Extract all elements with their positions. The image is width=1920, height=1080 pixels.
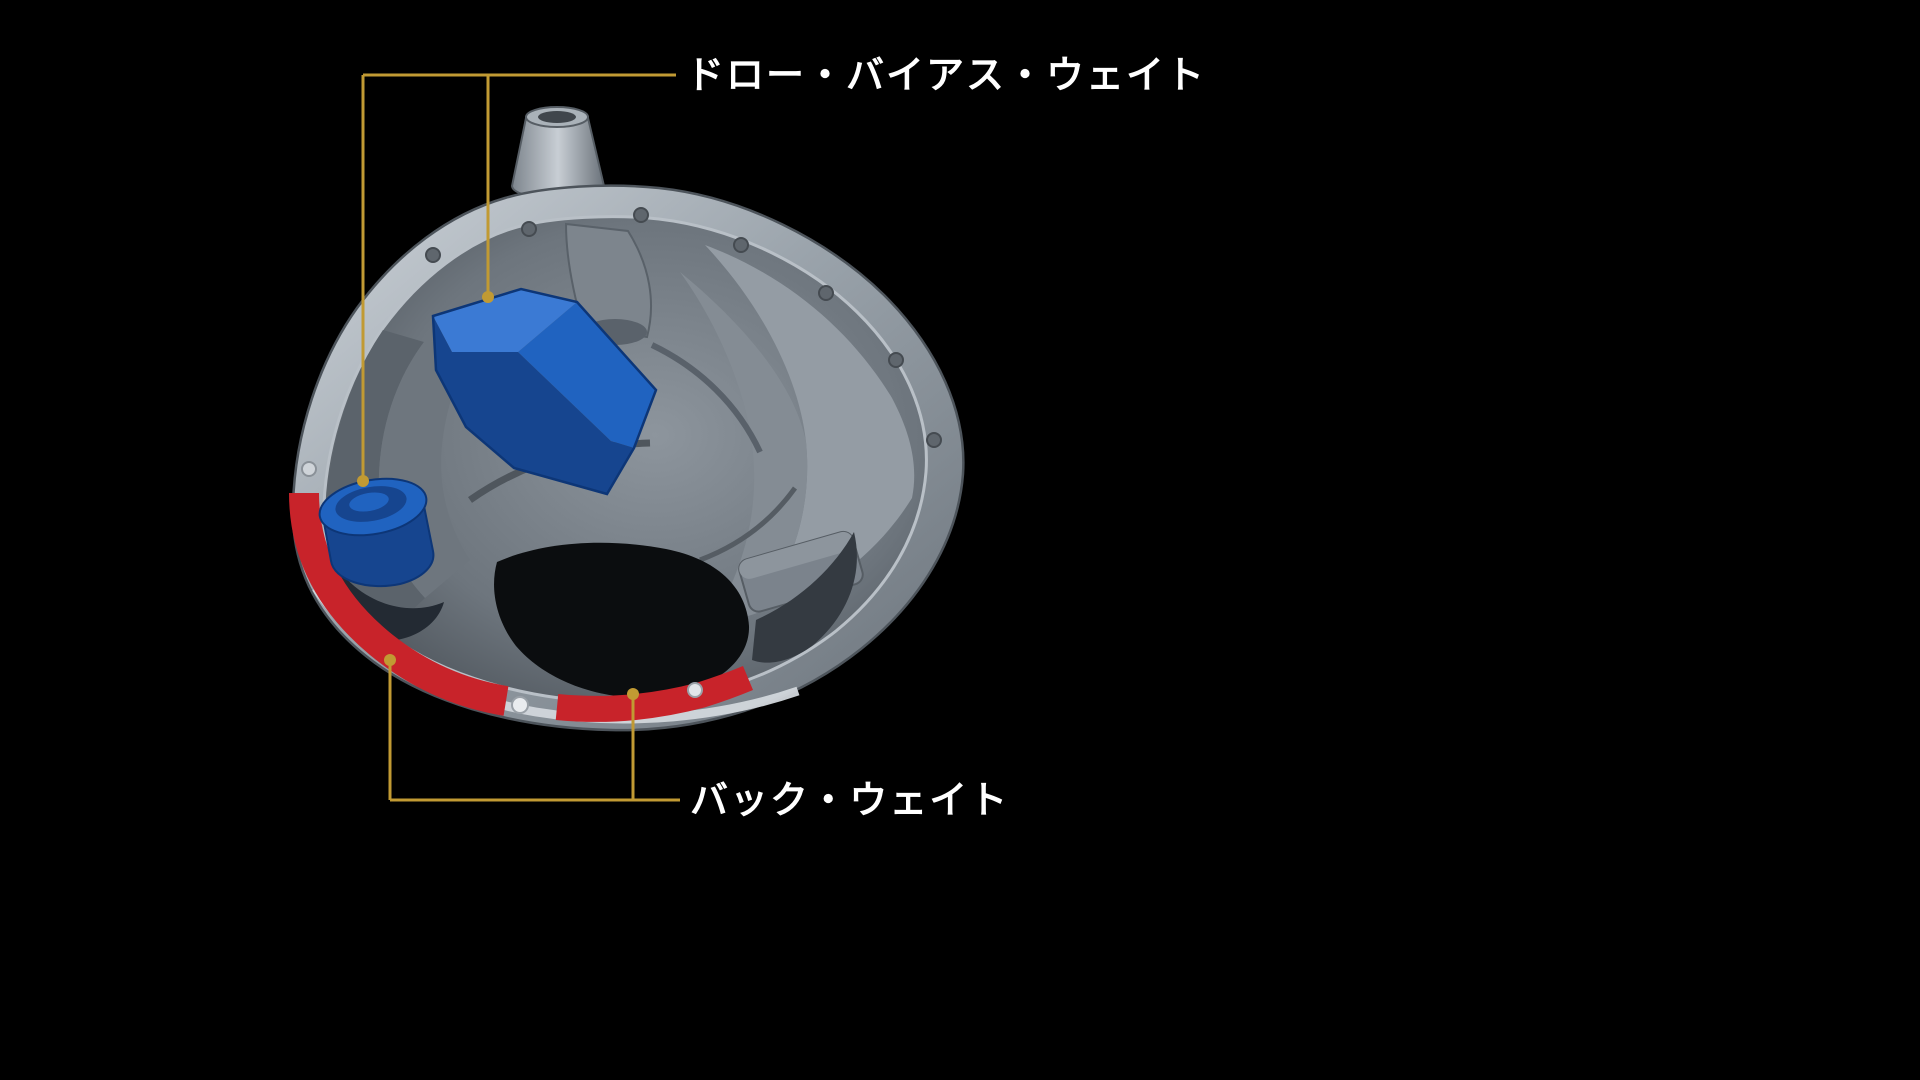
label-draw-bias-weight: ドロー・バイアス・ウェイト [686, 52, 1207, 97]
hosel-bore-opening [538, 111, 576, 123]
label-back-weight: バック・ウェイト [690, 777, 1010, 822]
draw-bias-weight-block [431, 287, 658, 496]
sole-flap [738, 530, 864, 613]
sole-opening [494, 542, 750, 698]
callout-dot [384, 654, 396, 666]
callout-dot [357, 475, 369, 487]
callout-back-weight [384, 654, 680, 802]
hosel-bore-column [564, 222, 652, 339]
callout-dot [482, 291, 494, 303]
callout-dot [627, 688, 639, 700]
callout-draw-bias-weight [357, 73, 676, 487]
rim-screws [301, 207, 942, 714]
back-weight-strip [289, 492, 753, 722]
back-weight-strip-left [289, 492, 509, 716]
back-weight-strip-right [555, 665, 753, 722]
draw-bias-heel-weight [318, 477, 435, 588]
